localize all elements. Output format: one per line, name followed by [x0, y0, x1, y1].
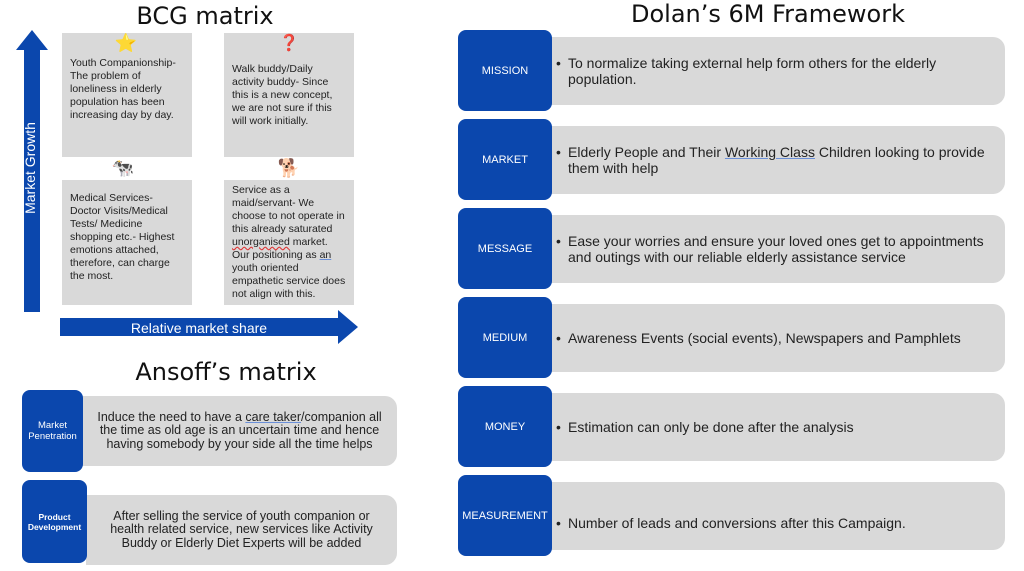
dog-icon: 🐕: [277, 158, 301, 178]
quadrant-text: market. Our positioning as: [232, 236, 328, 261]
ansoff-text: care taker: [245, 409, 302, 424]
dolan-text: Number of leads and conversions after th…: [548, 501, 918, 531]
dolan-row-text-box: Number of leads and conversions after th…: [548, 482, 1005, 550]
ansoff-label-market-penetration: Market Penetration: [22, 390, 83, 472]
ansoff-text: Induce the need to have a: [97, 409, 246, 424]
dolan-text: Elderly People and Their: [568, 144, 725, 160]
quadrant-text: unorganised: [232, 236, 290, 248]
dolan-text: To normalize taking external help form o…: [548, 55, 1005, 87]
market-share-arrow: [60, 310, 358, 344]
quadrant-text: Walk buddy/Daily activity buddy- Since t…: [232, 63, 333, 127]
x-axis-label: Relative market share: [130, 320, 268, 336]
quadrant-star: Youth Companionship- The problem of lone…: [62, 33, 192, 157]
dolan-title: Dolan’s 6M Framework: [631, 0, 905, 28]
dolan-label-medium: MEDIUM: [458, 297, 552, 378]
quadrant-text: Service as a maid/servant- We choose to …: [232, 184, 345, 235]
dolan-row-text-box: To normalize taking external help form o…: [548, 37, 1005, 105]
question-mark-icon: ❓: [279, 35, 299, 52]
quadrant-text: Youth Companionship- The problem of lone…: [70, 57, 176, 121]
dolan-row-text-box: Awareness Events (social events), Newspa…: [548, 304, 1005, 372]
ansoff-row-text-box: Induce the need to have a care taker/com…: [82, 396, 397, 466]
ansoff-row-text-box: After selling the service of youth compa…: [86, 495, 397, 565]
dolan-row-text-box: Estimation can only be done after the an…: [548, 393, 1005, 461]
quadrant-dog: Service as a maid/servant- We choose to …: [224, 180, 354, 305]
dolan-text: Awareness Events (social events), Newspa…: [548, 330, 973, 346]
quadrant-text: Medical Services- Doctor Visits/Medical …: [70, 192, 175, 282]
dolan-label-market: MARKET: [458, 119, 552, 200]
ansoff-text: /companion all the time as old age is an…: [99, 409, 382, 451]
dolan-text: Children looking to provide them with he…: [568, 144, 985, 176]
ansoff-title: Ansoff’s matrix: [135, 358, 317, 386]
quadrant-text: an: [319, 249, 332, 261]
dolan-row-text-box: Ease your worries and ensure your loved …: [548, 215, 1005, 283]
ansoff-text: After selling the service of youth compa…: [110, 508, 373, 550]
ansoff-label-product-development: Product Development: [22, 480, 87, 563]
dolan-label-mission: MISSION: [458, 30, 552, 111]
dolan-label-message: MESSAGE: [458, 208, 552, 289]
quadrant-text: youth oriented empathetic service does n…: [232, 262, 346, 300]
dolan-row-text-box: Elderly People and Their Working Class C…: [548, 126, 1005, 194]
star-icon: ⭐: [114, 33, 138, 53]
market-growth-arrow: [16, 30, 48, 312]
dolan-label-measurement: MEASUREMENT: [458, 475, 552, 556]
y-axis-label: Market Growth: [22, 122, 38, 214]
dolan-text: Working Class: [724, 144, 815, 160]
quadrant-question-mark: Walk buddy/Daily activity buddy- Since t…: [224, 33, 354, 157]
cow-icon: 🐄: [111, 158, 135, 178]
bcg-title: BCG matrix: [136, 2, 274, 30]
dolan-label-money: MONEY: [458, 386, 552, 467]
quadrant-cash-cow: Medical Services- Doctor Visits/Medical …: [62, 180, 192, 305]
dolan-text: Ease your worries and ensure your loved …: [548, 233, 1005, 265]
dolan-text: Estimation can only be done after the an…: [548, 419, 866, 435]
